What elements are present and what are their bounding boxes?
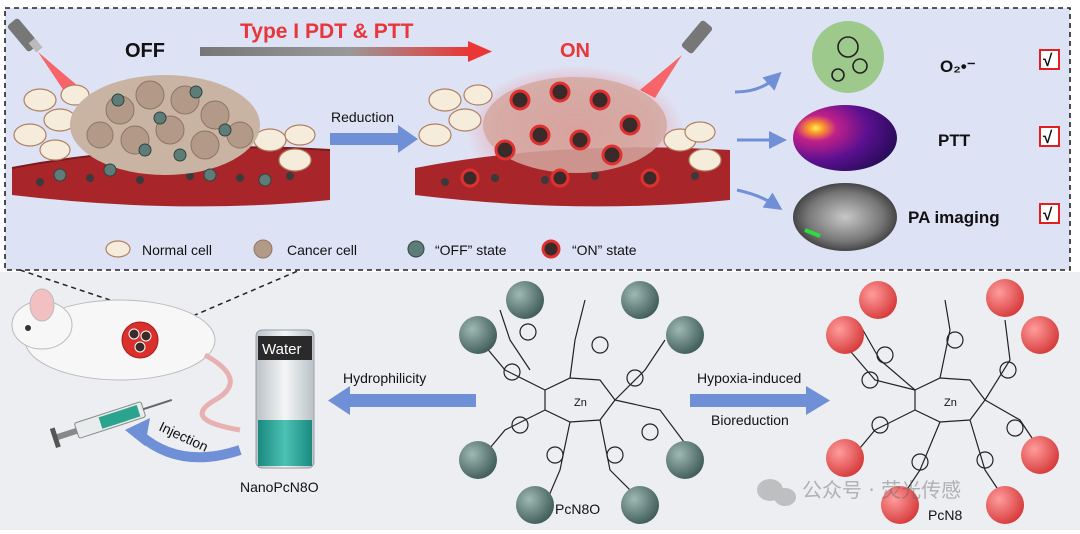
zoom-connector-left <box>19 269 111 301</box>
wechat-icon <box>757 479 783 501</box>
checkbox-pa: √ <box>1039 203 1060 224</box>
legend-normal-cell: Normal cell <box>142 242 212 258</box>
legend-on-state: “ON” state <box>572 242 637 258</box>
vial-water-label: Water <box>262 341 301 358</box>
normal-cell-icon <box>105 240 131 258</box>
hypoxia-label: Hypoxia-induced <box>697 370 801 386</box>
pcn8o-label: PcN8O <box>555 501 600 517</box>
checkbox-ptt: √ <box>1039 126 1060 147</box>
ros-image <box>812 21 884 93</box>
watermark: 公众号 · 荧光传感 <box>757 478 961 506</box>
legend: Normal cell Cancer cell “OFF” state “ON”… <box>105 239 637 259</box>
pcn8o-molecule <box>459 281 704 524</box>
pcn8-zn-label: Zn <box>944 397 957 409</box>
output-label-ptt: PTT <box>938 131 971 150</box>
reduction-arrow <box>330 125 418 153</box>
injection-arrow <box>125 418 242 463</box>
mouse-illustration <box>11 288 241 433</box>
output-arrow-pa <box>736 188 783 210</box>
state-off-label: OFF <box>125 40 165 62</box>
hydrophilicity-arrow <box>328 386 476 415</box>
output-label-ros: O₂•⁻ <box>940 57 976 76</box>
nanopcn8o-label: NanoPcN8O <box>240 479 319 495</box>
off-to-on-arrow <box>200 41 492 62</box>
on-particle-icon <box>541 239 561 259</box>
tissue-off-illustration <box>11 75 331 207</box>
checkbox-ros: √ <box>1039 49 1060 70</box>
pcn8o-zn-label: Zn <box>574 397 587 409</box>
ptt-thermal-image <box>793 105 897 171</box>
syringe-icon <box>49 398 173 449</box>
tissue-on-illustration <box>415 65 730 207</box>
output-label-pa: PA imaging <box>908 208 1000 227</box>
legend-cancer-cell: Cancer cell <box>287 242 357 258</box>
bioreduction-arrow <box>690 386 830 415</box>
output-arrow-ros <box>734 71 782 94</box>
pcn8-label: PcN8 <box>928 507 962 523</box>
pcn8-molecule <box>826 279 1059 524</box>
pa-image <box>793 183 897 251</box>
hydrophilicity-label: Hydrophilicity <box>343 370 426 386</box>
check-icon: √ <box>1043 205 1053 224</box>
check-icon: √ <box>1043 128 1053 147</box>
zoom-connector-right <box>159 269 301 331</box>
top-panel-dashed-border <box>4 7 1071 271</box>
watermark-text: 公众号 · 荧光传感 <box>802 478 961 502</box>
legend-off-state: “OFF” state <box>435 242 507 258</box>
cancer-cell-icon <box>253 239 273 259</box>
reduction-label: Reduction <box>331 109 394 125</box>
off-particle-icon <box>407 240 425 258</box>
vial-image <box>255 329 315 469</box>
state-on-label: ON <box>560 40 590 62</box>
mechanism-title: Type I PDT & PTT <box>240 20 414 43</box>
bioreduction-label: Bioreduction <box>711 412 789 428</box>
check-icon: √ <box>1043 51 1053 70</box>
